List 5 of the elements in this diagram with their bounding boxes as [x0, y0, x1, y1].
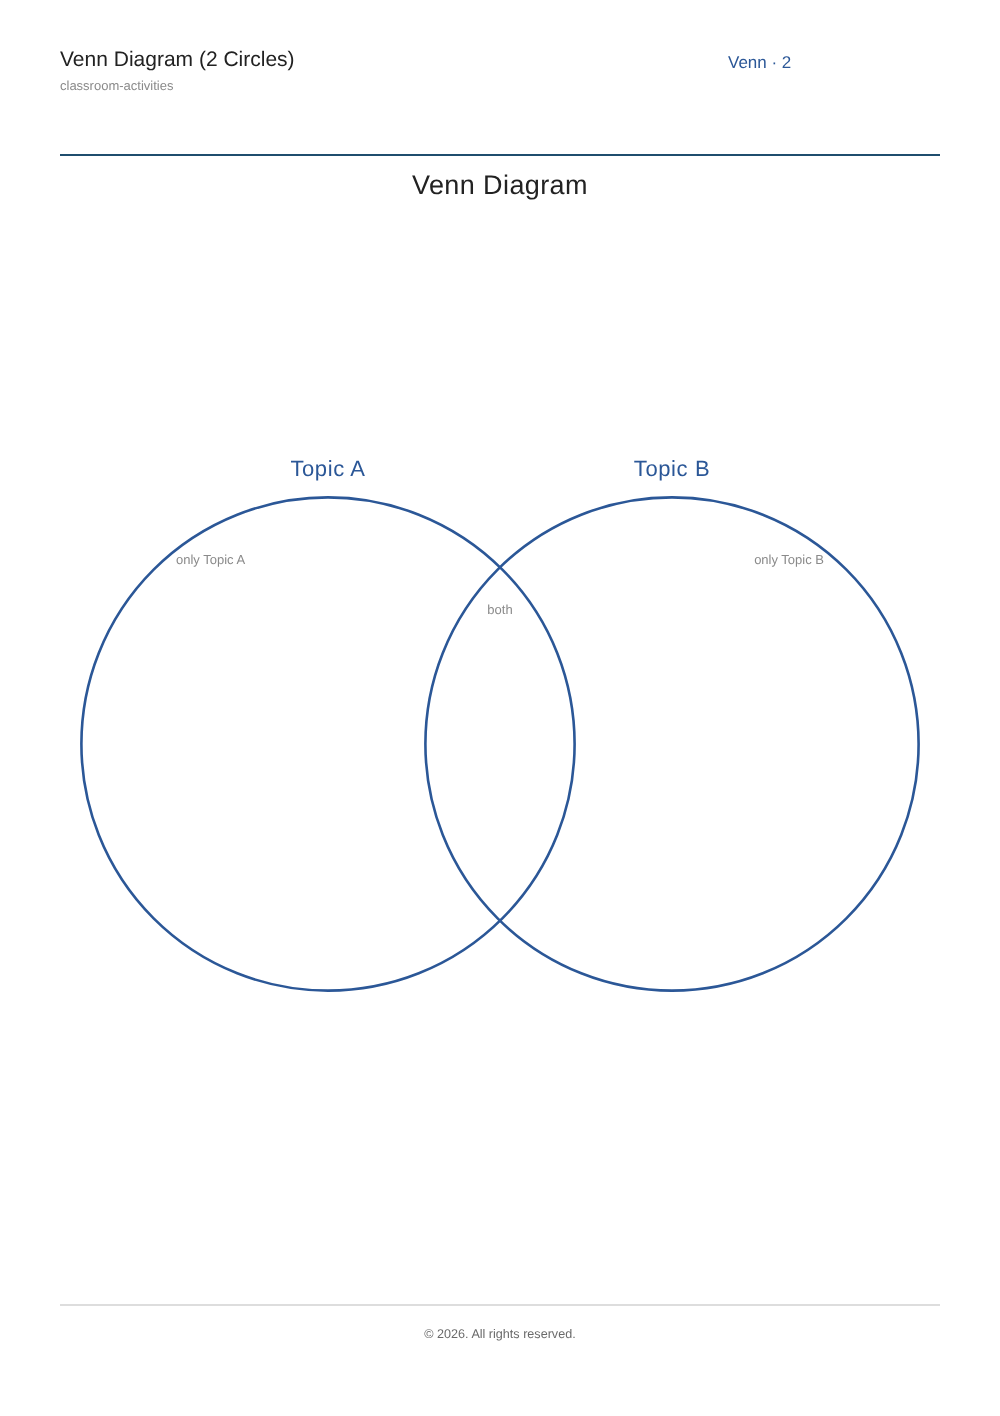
circle-heading: Topic A [290, 456, 366, 484]
diagram-heading: Venn Diagram [410, 168, 590, 202]
header-tag: Venn · 2 [728, 52, 792, 74]
page-title: Venn Diagram (2 Circles) [60, 48, 295, 74]
circle-heading: Topic B [633, 456, 711, 484]
